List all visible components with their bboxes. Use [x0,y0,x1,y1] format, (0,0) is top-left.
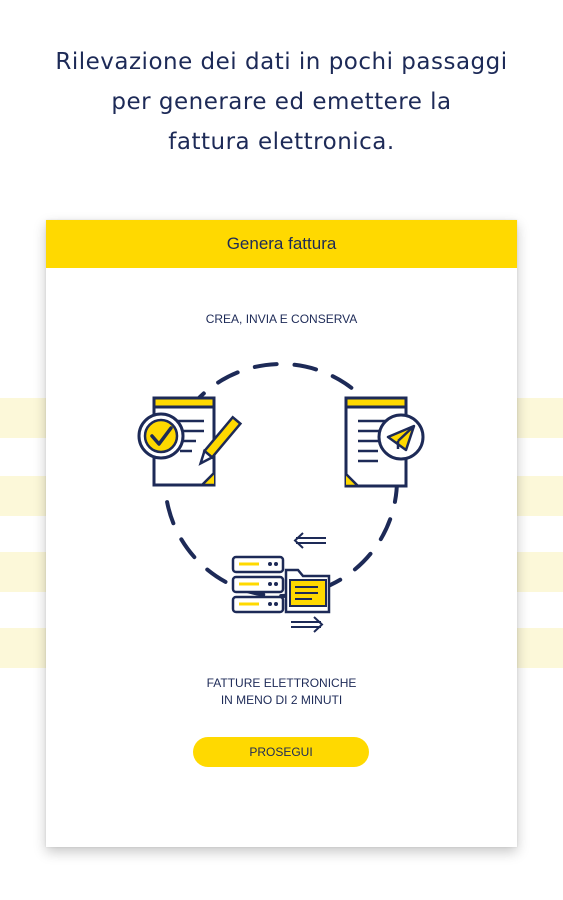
server-folder-sync-icon [231,532,331,633]
tagline: FATTURE ELETTRONICHE IN MENO DI 2 MINUTI [46,675,517,709]
headline-line-2: per generare ed emettere la [111,89,452,115]
tagline-line-2: IN MENO DI 2 MINUTI [220,693,343,707]
headline-line-3: fattura elettronica. [168,129,395,155]
tagline-line-1: FATTURE ELETTRONICHE [206,676,357,690]
headline: Rilevazione dei dati in pochi passaggi p… [0,42,563,162]
prosegui-button[interactable]: PROSEGUI [193,737,369,767]
card-header: Genera fattura [46,220,517,268]
document-send-icon [344,396,425,488]
document-checkmark-pen-icon [137,396,243,487]
workflow-illustration [137,362,425,633]
invoice-card: Genera fattura CREA, INVIA E CONSERVA [46,220,517,847]
card-title: Genera fattura [226,234,337,253]
card-subtitle: CREA, INVIA E CONSERVA [205,312,358,326]
headline-line-1: Rilevazione dei dati in pochi passaggi [55,49,508,75]
